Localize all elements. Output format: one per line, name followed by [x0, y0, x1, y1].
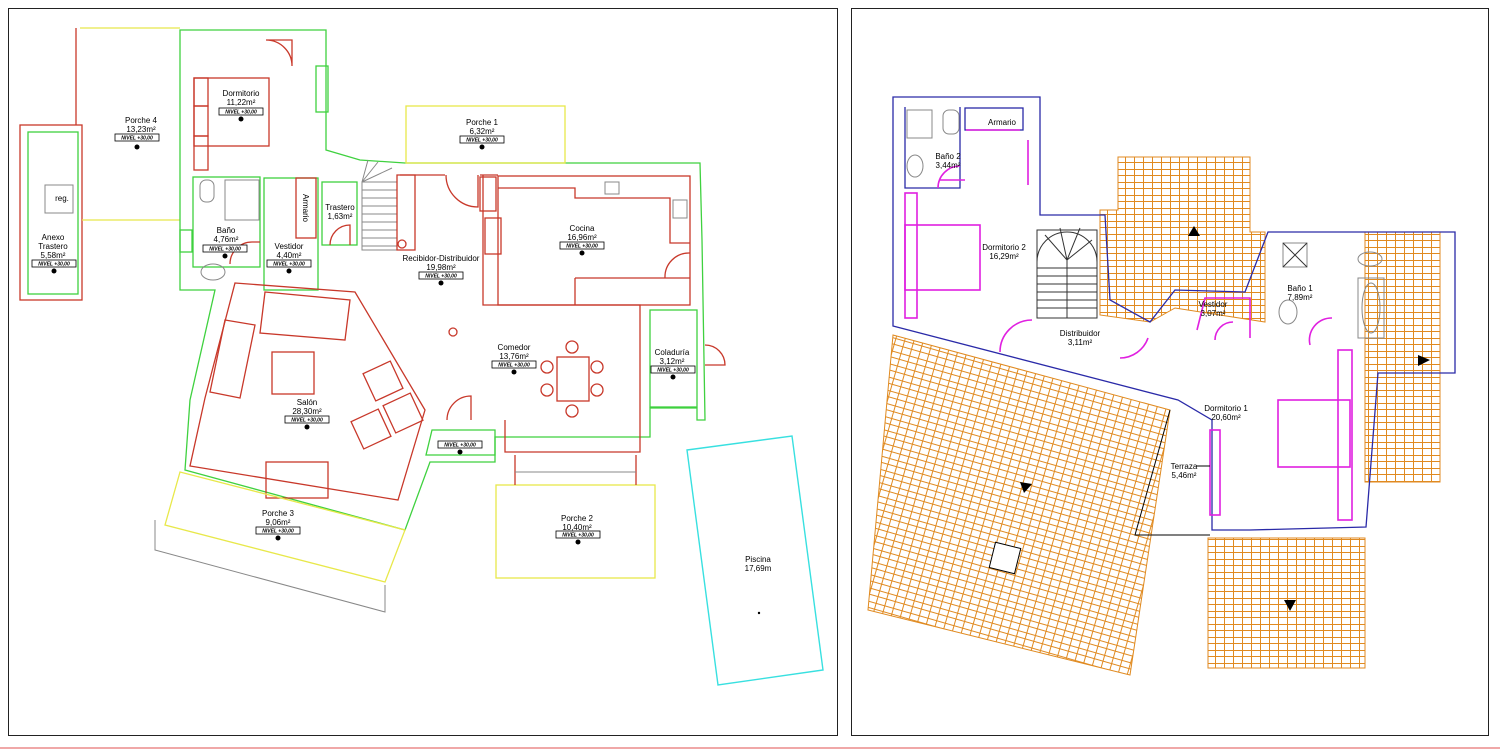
room-label-terraza: Terraza 5,46m² — [1171, 462, 1198, 480]
room-label-porche-3: Porche 3 9,06m² NIVEL +30,00 — [255, 509, 301, 535]
room-area: 3,12m² — [660, 357, 685, 366]
room-label-porche-1: Porche 1 6,32m² NIVEL +30,00 — [459, 118, 505, 144]
room-name: Vestidor — [1199, 300, 1228, 309]
room-name: Terraza — [1171, 462, 1198, 471]
room-label-armario: Armario — [301, 194, 310, 223]
room-label-recibidor-distribuidor: Recibidor-Distribuidor 19,98m² NIVEL +30… — [403, 254, 480, 280]
level-tag: NIVEL +30,00 — [444, 443, 476, 449]
level-tag: NIVEL +30,00 — [562, 533, 594, 539]
room-label-coladuria: Coladuría 3,12m² NIVEL +30,00 — [650, 348, 696, 374]
room-label-dormitorio-1: Dormitorio 1 20,60m² — [1204, 404, 1248, 422]
room-area: 5,58m² — [41, 251, 66, 260]
room-label-porche-2: Porche 2 10,40m² NIVEL +30,00 — [555, 514, 601, 539]
room-area: 20,60m² — [1211, 413, 1241, 422]
room-name: Piscina — [745, 555, 771, 564]
ground-floor-plan — [19, 27, 824, 686]
room-area: 11,22m² — [227, 98, 256, 107]
ground-floor-frame — [8, 8, 838, 736]
room-label-armario: Armario — [988, 118, 1017, 127]
room-name: Porche 4 — [125, 116, 158, 125]
room-label-distribuidor: Distribuidor 3,11m² — [1060, 329, 1101, 347]
room-area: 17,69m — [745, 564, 772, 573]
room-name: Trastero — [38, 242, 68, 251]
room-name: Porche 2 — [561, 514, 594, 523]
room-area: 3,44m² — [936, 161, 961, 170]
upper-floor-frame — [851, 8, 1489, 736]
room-area: 10,40m² — [562, 523, 592, 532]
room-area: 9,06m² — [266, 518, 291, 527]
room-name: Dormitorio 2 — [982, 243, 1026, 252]
room-area: 28,30m² — [292, 407, 322, 416]
room-name: Dormitorio — [223, 89, 260, 98]
level-markers — [51, 116, 676, 545]
room-label-anexo-trastero: Anexo Trastero 5,58m² NIVEL +30,00 — [31, 233, 77, 268]
level-tag: NIVEL +30,00 — [225, 110, 257, 116]
roof-tiles-top — [1099, 156, 1266, 323]
room-label-salon: Salón 28,30m² NIVEL +30,00 — [284, 398, 330, 424]
room-name: Anexo — [42, 233, 65, 242]
room-name: Distribuidor — [1060, 329, 1101, 338]
level-tag: NIVEL +30,00 — [209, 247, 241, 253]
room-name: Trastero — [325, 203, 355, 212]
room-label-bano-2: Baño 2 3,44m² — [935, 152, 961, 170]
room-name: Cocina — [570, 224, 595, 233]
room-label-vestidor: Vestidor 4,40m² NIVEL +30,00 — [266, 242, 312, 268]
level-tag: NIVEL +30,00 — [291, 418, 323, 424]
room-area: 13,23m² — [126, 125, 156, 134]
room-name: Comedor — [498, 343, 531, 352]
roof-slope-arrows — [1020, 226, 1430, 611]
room-area: 13,76m² — [499, 352, 529, 361]
roof-tiles-right — [1364, 231, 1441, 483]
ground-floor-labels: Porche 4 13,23m² NIVEL +30,00 Dormitorio… — [31, 89, 772, 573]
room-area: 1,63m² — [328, 212, 353, 221]
room-label-comedor: Comedor 13,76m² NIVEL +30,00 — [491, 343, 537, 369]
room-area: 5,46m² — [1172, 471, 1197, 480]
room-name: Salón — [297, 398, 317, 407]
room-name: Vestidor — [275, 242, 304, 251]
level-tag: NIVEL +30,00 — [657, 368, 689, 374]
room-label-reg: reg. — [55, 194, 69, 203]
room-label-porche-4: Porche 4 13,23m² NIVEL +30,00 — [114, 116, 160, 142]
room-area: 3,07m² — [1201, 309, 1226, 318]
room-name: Porche 3 — [262, 509, 295, 518]
level-tag: NIVEL +30,00 — [38, 262, 70, 268]
room-label-trastero: Trastero 1,63m² — [325, 203, 355, 221]
room-label-dormitorio: Dormitorio 11,22m² NIVEL +30,00 — [218, 89, 264, 116]
upper-floor-plan — [867, 96, 1456, 676]
level-tag: NIVEL +30,00 — [566, 244, 598, 250]
room-name: Dormitorio 1 — [1204, 404, 1248, 413]
room-area: 6,32m² — [470, 127, 495, 136]
room-label-cocina: Cocina 16,96m² NIVEL +30,00 — [559, 224, 605, 250]
room-area: 16,96m² — [567, 233, 597, 242]
level-tag: NIVEL +30,00 — [498, 363, 530, 369]
room-area: 4,40m² — [277, 251, 302, 260]
upper-floor-labels: Armario Baño 2 3,44m² Dormitorio 2 16,29… — [935, 118, 1313, 480]
level-tag: NIVEL +30,00 — [425, 274, 457, 280]
room-area: 16,29m² — [989, 252, 1019, 261]
room-name: Baño 1 — [1287, 284, 1313, 293]
room-area: 4,76m² — [214, 235, 239, 244]
room-area: 7,89m² — [1288, 293, 1313, 302]
room-label-bano-1: Baño 1 7,89m² — [1287, 284, 1313, 302]
room-label-piscina: Piscina 17,69m — [745, 555, 772, 573]
room-name: Porche 1 — [466, 118, 499, 127]
room-label-vestidor: Vestidor 3,07m² — [1199, 300, 1228, 318]
room-area: 19,98m² — [426, 263, 456, 272]
level-tag-passage: NIVEL +30,00 — [437, 440, 483, 449]
room-area: 3,11m² — [1068, 338, 1093, 347]
room-name: Baño 2 — [935, 152, 961, 161]
room-name: Coladuría — [655, 348, 690, 357]
room-name: Baño — [217, 226, 236, 235]
room-name: Recibidor-Distribuidor — [403, 254, 480, 263]
room-label-dormitorio-2: Dormitorio 2 16,29m² — [982, 243, 1026, 261]
room-label-bano: Baño 4,76m² NIVEL +30,00 — [202, 226, 248, 253]
level-tag: NIVEL +30,00 — [466, 138, 498, 144]
level-tag: NIVEL +30,00 — [121, 136, 153, 142]
level-tag: NIVEL +30,00 — [262, 529, 294, 535]
level-tag: NIVEL +30,00 — [273, 262, 305, 268]
roof-tiles-left — [867, 334, 1171, 676]
